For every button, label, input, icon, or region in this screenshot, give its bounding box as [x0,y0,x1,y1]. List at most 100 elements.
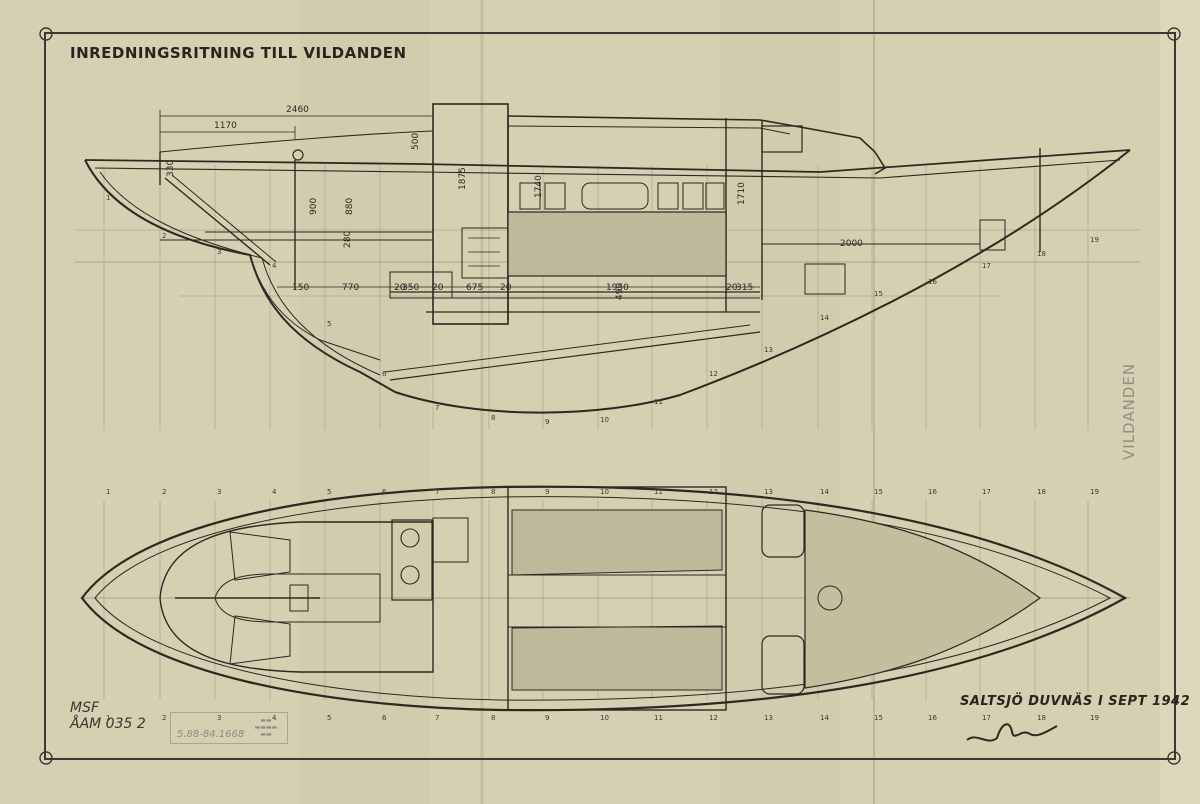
profile-station-number: 11 [654,398,663,406]
anchor-well [817,585,843,611]
dimension-label: 2000 [840,239,863,249]
side-label: Vildanden [1120,362,1138,460]
plan-station-number: 9 [545,714,549,722]
plan-station-number: 12 [709,714,718,722]
v-berth-plan [804,509,1042,689]
plan-station-number: 14 [820,488,829,496]
cockpit-seat [229,615,291,665]
burner [400,528,420,548]
galley-drawers [461,227,509,279]
dimension-label: 1950 [606,283,629,293]
place-date-caption: Saltsjö Duvnäs i sept 1942 [960,694,1191,709]
profile-station-number: 13 [764,346,773,354]
archive-number: ÅAM 035 2 [70,716,146,732]
plan-station-number: 7 [435,488,439,496]
profile-station-number: 15 [874,290,883,298]
dimension-label: 20 [500,283,512,293]
dimension-label: 490 [615,283,625,300]
plan-station-number: 3 [217,488,221,496]
profile-station-number: 12 [709,370,718,378]
cockpit-seat [229,531,291,581]
deck-outline [80,485,1128,712]
rudder-head [289,584,309,612]
plan-view [80,485,1130,712]
dimension-label: 880 [345,198,355,215]
dimension-label: 1710 [737,182,747,205]
dimension-label: 770 [342,283,359,293]
dimension-label: 500 [411,133,421,150]
stamp-text-block: ▬▬▬▬▬▬▬▬ [254,717,278,738]
dimension-label: 150 [292,283,309,293]
cabin-roof [507,115,887,175]
profile-station-number: 2 [162,232,166,240]
profile-station-number: 16 [928,278,937,286]
cockpit-well [214,573,381,623]
dimension-label: 280 [343,231,353,248]
galley-stove [391,519,433,601]
plan-station-number: 17 [982,714,991,722]
paper-edge [1160,0,1200,804]
dimension-label: 2460 [286,105,309,115]
hull-profile [84,149,1131,414]
plan-station-number: 11 [654,714,663,722]
deck-inner-outline [94,496,1112,701]
burner [400,565,420,585]
plan-station-number: 5 [327,714,331,722]
plan-station-number: 3 [217,714,221,722]
profile-station-number: 1 [106,194,110,202]
plan-station-number: 15 [874,488,883,496]
forepeak-box [804,263,846,295]
plan-station-number: 9 [545,488,549,496]
profile-station-number: 18 [1037,250,1046,258]
plan-station-number: 19 [1090,714,1099,722]
dimension-label: 675 [466,283,483,293]
dimension-label: 1875 [458,167,468,190]
signature-mark [966,723,1058,742]
lockers [519,182,725,210]
plan-station-number: 13 [764,488,773,496]
bench [389,271,453,299]
keel-timber [384,324,751,373]
inner-sheer-line [94,159,1121,179]
plan-station-number: 15 [874,714,883,722]
profile-station-number: 6 [382,370,387,378]
dimension-label: 20 [394,283,406,293]
profile-station-number: 10 [600,416,609,424]
plan-station-number: 19 [1090,488,1099,496]
plan-station-number: 1 [106,714,110,722]
dimension-label: 1740 [534,175,544,198]
dimension-label: 900 [309,198,319,215]
profile-station-number: 8 [491,414,495,422]
corner-ornament [39,27,53,41]
forward-locker [761,504,805,558]
profile-station-number: 3 [217,248,221,256]
rudder-stock [171,174,277,263]
cockpit-coaming [159,130,434,153]
dimension-label: 350 [402,283,419,293]
plan-station-number: 6 [382,488,387,496]
profile-station-number: 14 [820,314,829,322]
dimension-label: 315 [736,283,753,293]
keel-timber [389,331,761,381]
rudder-stock [164,177,271,266]
plan-station-number: 14 [820,714,829,722]
mast-step [292,149,304,161]
plan-station-number: 13 [764,714,773,722]
plan-station-number: 16 [928,488,937,496]
corner-ornament [39,751,53,765]
settee-bunk [507,211,727,277]
cabin-table [507,574,727,628]
port-settee [511,509,723,576]
plan-station-number: 2 [162,488,166,496]
plan-station-number: 8 [491,488,495,496]
corner-ornament [1167,751,1181,765]
sheer-line [84,149,1131,173]
profile-station-number: 5 [327,320,331,328]
plan-station-number: 7 [435,714,439,722]
plan-station-number: 16 [928,714,937,722]
archive-stamp: 5.88-84.1668 ▬▬▬▬▬▬▬▬ [170,712,288,744]
plan-station-number: 2 [162,714,166,722]
